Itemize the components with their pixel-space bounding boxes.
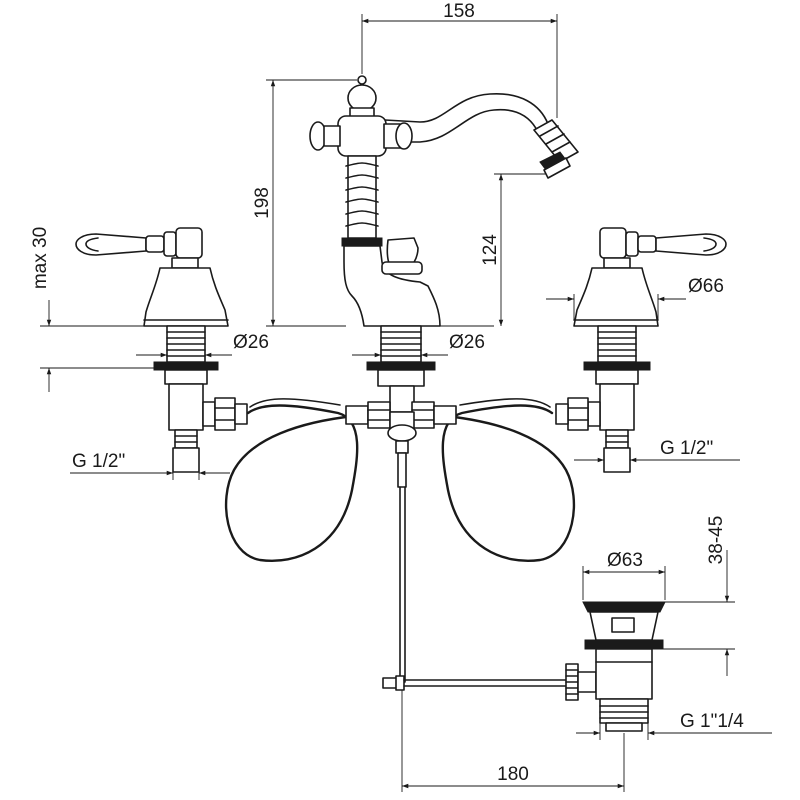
dim-label-left-dia-26: Ø26: [233, 332, 269, 353]
dimension-dia-63: Ø63: [582, 550, 666, 600]
dimension-g-1-1-4: G 1"1/4: [576, 711, 772, 740]
dimension-124: 124: [440, 173, 546, 327]
left-lever-handle: [75, 227, 203, 259]
left-threaded-shank: [166, 325, 206, 363]
dimension-left-g-half: G 1/2": [70, 451, 230, 480]
right-threaded-shank: [597, 325, 637, 363]
dimension-158: 158: [361, 1, 558, 118]
dimension-198: 198: [252, 79, 357, 327]
dimension-left-dia-26: Ø26: [136, 332, 269, 362]
left-flexible-hose: [224, 398, 359, 562]
dimension-dia-66: Ø66: [546, 276, 724, 320]
left-hose-elbow-nut: [202, 397, 248, 431]
fluted-column: [341, 155, 383, 247]
pull-rod-linkage: [382, 452, 567, 691]
dim-label-198: 198: [252, 187, 273, 219]
right-handle-valve: [555, 227, 727, 473]
dimension-right-g-half: G 1/2": [574, 438, 740, 464]
center-tee-connector: [345, 385, 457, 454]
dim-label-124: 124: [480, 234, 501, 266]
dim-label-center-dia-26: Ø26: [449, 332, 485, 353]
dim-label-left-g-half: G 1/2": [72, 451, 125, 472]
dim-label-right-g-half: G 1/2": [660, 438, 713, 459]
right-lever-handle: [599, 227, 727, 259]
pop-up-waste: [565, 601, 666, 732]
spout-hub: [309, 115, 413, 157]
dimension-38-45: 38-45: [663, 516, 735, 676]
pull-rod-knob: [381, 237, 423, 275]
drain-plug: [582, 601, 666, 650]
dim-label-dia-63: Ø63: [607, 550, 643, 571]
dim-label-38-45: 38-45: [706, 516, 727, 565]
right-inlet-nipple: [603, 429, 631, 473]
dim-label-max-30: max 30: [30, 227, 51, 289]
left-inlet-nipple: [172, 429, 200, 473]
center-threaded-shank: [380, 325, 422, 363]
dim-label-180: 180: [497, 764, 529, 785]
left-bell-base: [143, 267, 229, 327]
dimension-180: 180: [401, 690, 625, 792]
top-finial: [347, 75, 377, 119]
dim-label-g-1-1-4: G 1"1/4: [680, 711, 744, 732]
dim-label-dia-66: Ø66: [688, 276, 724, 297]
center-spout-body: [309, 75, 579, 454]
right-bell-base: [573, 267, 659, 327]
right-flexible-hose: [441, 398, 576, 562]
aerator: [533, 119, 579, 179]
dim-label-158: 158: [443, 1, 475, 22]
dimension-center-dia-26: Ø26: [352, 332, 485, 362]
left-handle-valve: [75, 227, 248, 473]
right-hose-elbow-nut: [555, 397, 601, 431]
dimension-max-30: max 30: [30, 227, 154, 392]
